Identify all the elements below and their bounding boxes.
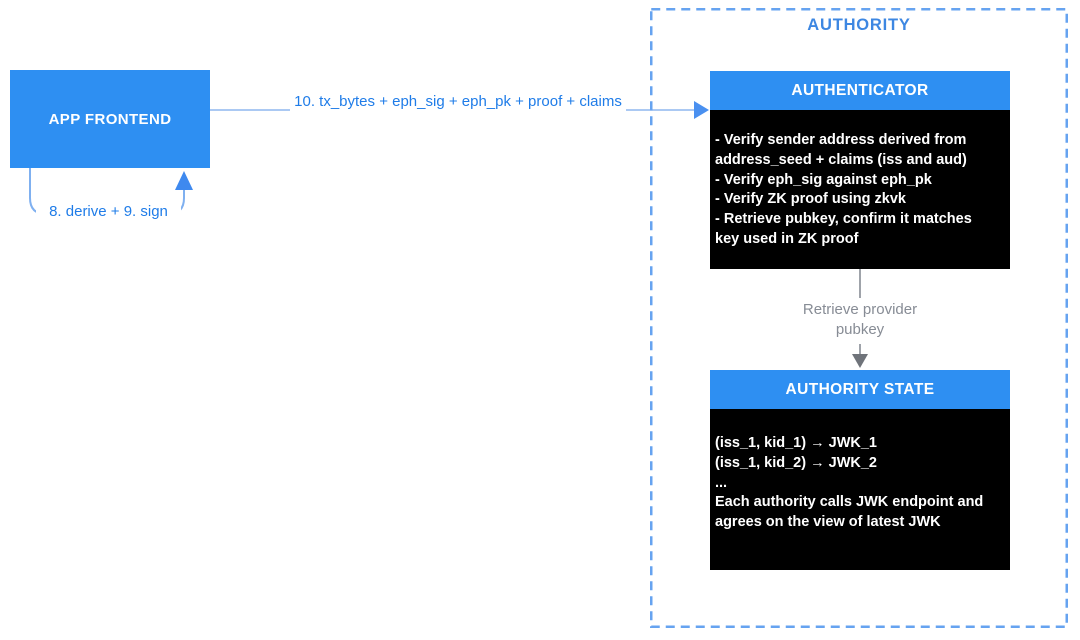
edge-label-tx-bytes: 10. tx_bytes + eph_sig + eph_pk + proof … <box>290 92 626 111</box>
node-authenticator-title: AUTHENTICATOR <box>791 81 929 99</box>
body-line: address_seed + claims (iss and aud) <box>715 151 967 168</box>
authority-dashed-rect <box>650 8 1068 628</box>
edge-line-retrieve-bottom <box>859 344 861 355</box>
body-line: - Retrieve pubkey, confirm it matches <box>715 211 972 228</box>
body-line: (iss_1, kid_1) → JWK_1 <box>715 435 877 451</box>
node-authority-state-body: (iss_1, kid_1) → JWK_1 (iss_1, kid_2) → … <box>710 409 1010 570</box>
node-authority-state-header: AUTHORITY STATE <box>710 370 1010 409</box>
node-authority-state-title: AUTHORITY STATE <box>785 380 935 398</box>
edge-label-retrieve-pubkey: Retrieve provider pubkey <box>790 300 930 340</box>
edge-label-derive-sign: 8. derive + 9. sign <box>36 202 181 221</box>
node-app-frontend: APP FRONTEND <box>10 70 210 168</box>
body-line: - Verify sender address derived from <box>715 132 967 148</box>
arrowhead-up-icon <box>175 171 193 190</box>
arrowhead-right-icon <box>694 101 709 119</box>
arrowhead-down-icon <box>852 354 868 368</box>
body-line: - Verify eph_sig against eph_pk <box>715 171 932 188</box>
node-authority-state: AUTHORITY STATE (iss_1, kid_1) → JWK_1 (… <box>710 370 1010 570</box>
authority-container-title: AUTHORITY <box>807 16 911 34</box>
node-authenticator-body: - Verify sender address derived from add… <box>710 110 1010 269</box>
body-line: - Verify ZK proof using zkvk <box>715 191 906 208</box>
body-line: key used in ZK proof <box>715 230 859 247</box>
body-line: agrees on the view of latest JWK <box>715 514 941 531</box>
node-app-frontend-title: APP FRONTEND <box>48 110 172 128</box>
authority-dashed-border <box>650 8 1068 628</box>
node-authenticator: AUTHENTICATOR - Verify sender address de… <box>710 71 1010 269</box>
body-line: (iss_1, kid_2) → JWK_2 <box>715 454 877 471</box>
body-line: Each authority calls JWK endpoint and <box>715 494 984 511</box>
node-authenticator-header: AUTHENTICATOR <box>710 71 1010 110</box>
body-line: ... <box>715 474 728 491</box>
edge-line-retrieve-top <box>859 269 861 298</box>
